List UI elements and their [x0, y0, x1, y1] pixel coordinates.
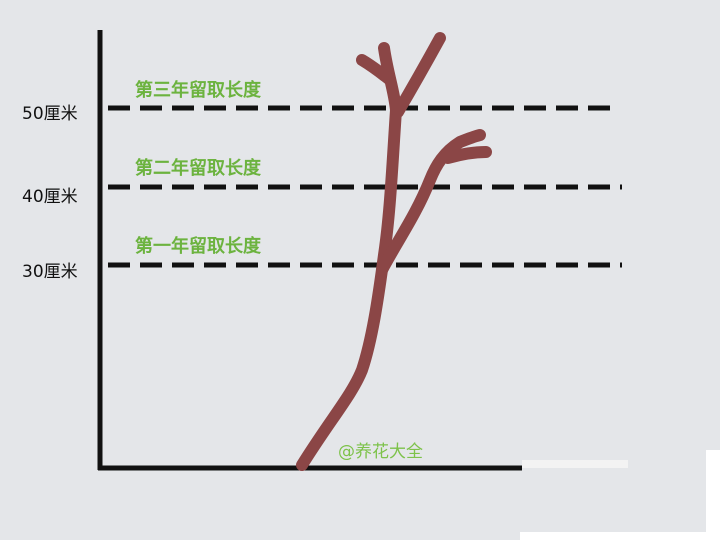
top-left-twig	[356, 54, 396, 86]
watermark: @养花大全	[338, 442, 423, 462]
second-year-label: 第二年留取长度	[135, 158, 261, 179]
y-label-50cm: 50厘米	[22, 104, 78, 124]
first-year-label: 第一年留取长度	[135, 236, 261, 257]
third-year-label: 第三年留取长度	[135, 80, 261, 101]
corner-patch-right	[706, 450, 720, 540]
corner-patch-bottom	[520, 532, 720, 540]
y-label-40cm: 40厘米	[22, 187, 78, 207]
branch-drawing	[296, 32, 492, 471]
main-trunk	[296, 104, 402, 471]
top-right-branch	[392, 32, 446, 118]
y-label-30cm: 30厘米	[22, 262, 78, 282]
mid-branch	[376, 129, 486, 276]
mid-branch-tip	[442, 146, 492, 164]
x-axis-fade	[522, 460, 628, 468]
